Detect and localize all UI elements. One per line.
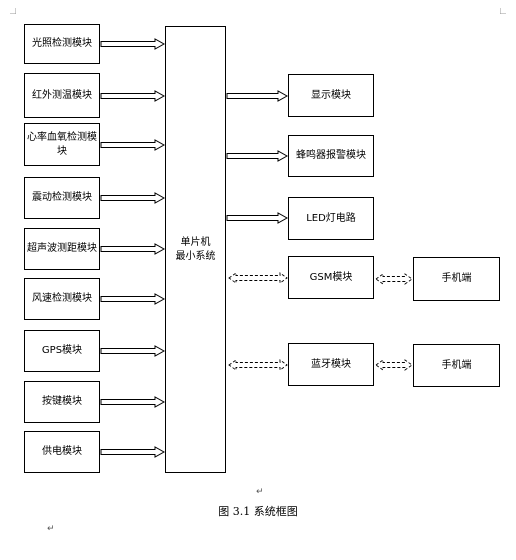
- module-label: GPS模块: [41, 345, 83, 356]
- arrow-left-vibration: [100, 192, 166, 204]
- page-corner-icon: [10, 8, 16, 14]
- module-display: 显示模块: [288, 74, 374, 117]
- arrow-left-wind: [100, 293, 166, 305]
- module-buzzer: 蜂鸣器报警模块: [288, 135, 374, 177]
- link-bluetooth-phone: [375, 359, 413, 371]
- module-keys: 按键模块: [24, 381, 100, 423]
- arrow-right-led: [226, 212, 289, 224]
- module-heart: 心率血氧检测模块: [24, 123, 100, 166]
- module-label: 蓝牙模块: [311, 358, 351, 370]
- module-label: 风速检测模块: [32, 293, 92, 304]
- phone-label: 手机端: [441, 273, 472, 284]
- mcu-label-line2: 最小系统: [175, 250, 216, 262]
- module-label: 蜂鸣器报警模块: [296, 150, 366, 161]
- arrow-left-heart: [100, 139, 166, 151]
- module-label: 显示模块: [311, 89, 351, 101]
- connectors: [100, 38, 413, 458]
- module-label: GSM模块: [309, 271, 353, 283]
- module-gps: GPS模块: [24, 330, 100, 372]
- link-mcu-bluetooth: [228, 359, 288, 371]
- phone-bt: 手机端: [413, 344, 500, 387]
- mcu-label: 单片机 最小系统: [174, 236, 218, 264]
- module-infrared: 红外测温模块: [24, 73, 100, 118]
- phone-gsm: 手机端: [413, 257, 500, 301]
- arrow-right-display: [226, 90, 289, 102]
- paragraph-mark-icon: ↵: [256, 487, 264, 497]
- module-vibration: 震动检测模块: [24, 177, 100, 219]
- module-ultrasonic: 超声波测距模块: [24, 228, 100, 270]
- module-label: 供电模块: [42, 446, 82, 457]
- figure-caption: 图 3.1 系统框图: [218, 505, 298, 518]
- module-led: LED灯电路: [288, 197, 374, 240]
- link-gsm-phone: [375, 273, 413, 285]
- mcu-label-line1: 单片机: [180, 236, 211, 248]
- arrow-left-power: [100, 446, 166, 458]
- module-label: 心率血氧检测模块: [27, 131, 97, 157]
- phone-label: 手机端: [441, 359, 472, 371]
- module-bluetooth: 蓝牙模块: [288, 343, 374, 386]
- module-gsm: GSM模块: [288, 256, 374, 299]
- link-mcu-gsm: [228, 272, 288, 284]
- module-label: 按键模块: [42, 396, 82, 407]
- module-label: 红外测温模块: [32, 89, 92, 101]
- module-light: 光照检测模块: [24, 24, 100, 64]
- module-label: LED灯电路: [306, 212, 356, 224]
- module-label: 超声波测距模块: [27, 243, 97, 254]
- page-corner-icon: [500, 8, 506, 14]
- arrow-left-ultrasonic: [100, 243, 166, 255]
- arrow-left-infrared: [100, 90, 166, 102]
- module-wind: 风速检测模块: [24, 278, 100, 320]
- module-label: 震动检测模块: [32, 192, 92, 203]
- arrow-left-keys: [100, 396, 166, 408]
- paragraph-mark-icon: ↵: [47, 524, 55, 534]
- arrow-left-light: [100, 38, 166, 50]
- arrow-right-buzzer: [226, 150, 289, 162]
- module-power: 供电模块: [24, 431, 100, 473]
- module-label: 光照检测模块: [32, 38, 92, 49]
- mcu-box: 单片机 最小系统: [165, 26, 226, 473]
- arrow-left-gps: [100, 345, 166, 357]
